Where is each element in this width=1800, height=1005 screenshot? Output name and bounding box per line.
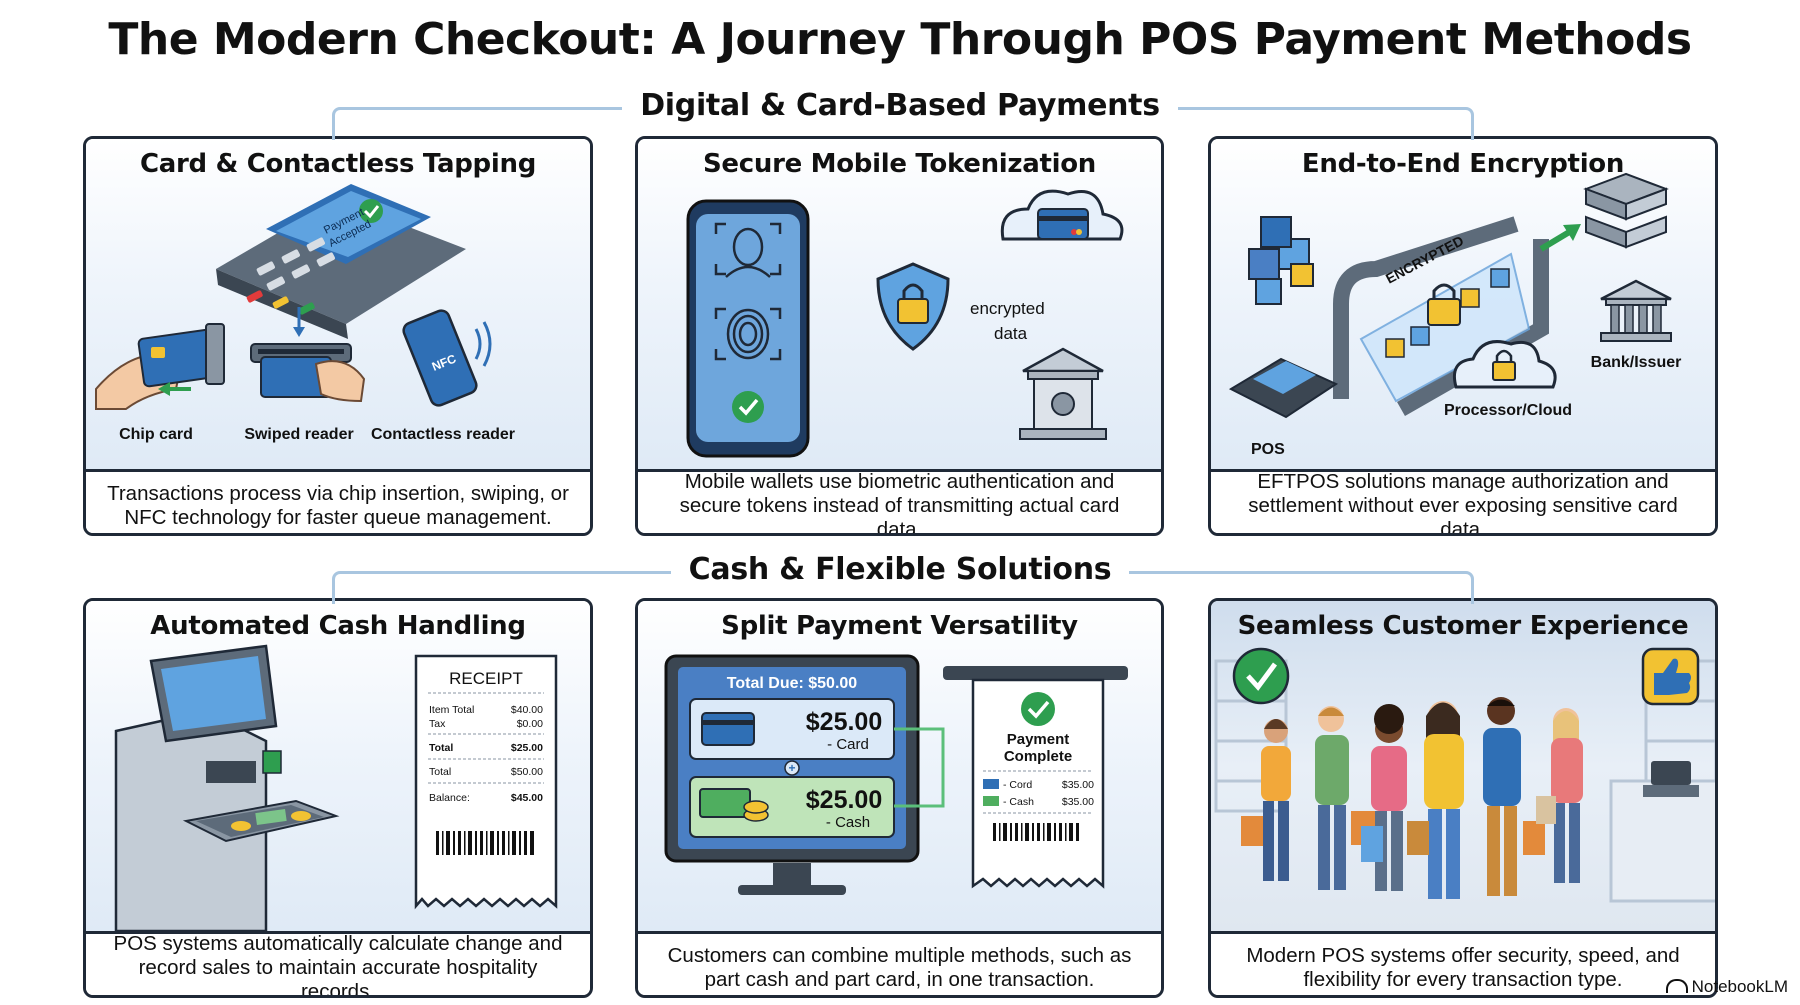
card-mobile-tokenization: encrypted data Secure Mobile Tokenizatio… (635, 136, 1164, 536)
swipe-reader-icon: Swiped reader (244, 307, 366, 443)
svg-text:Balance:: Balance: (429, 792, 470, 804)
svg-text:Complete: Complete (1004, 748, 1072, 765)
card-caption: EFTPOS solutions manage authorization an… (1211, 469, 1715, 533)
person-2 (1315, 706, 1375, 890)
card-end-to-end-encryption: ENCRYPTED Bank/Issuer (1208, 136, 1718, 536)
checkmark-badge-icon (1232, 647, 1290, 705)
card-illustration: encrypted data (638, 139, 1161, 469)
cloud-lock-icon: Processor/Cloud (1444, 340, 1572, 419)
svg-text:$40.00: $40.00 (511, 704, 543, 716)
cloud-card-icon (1000, 189, 1124, 241)
svg-text:Swiped reader: Swiped reader (244, 426, 353, 443)
person-5 (1483, 697, 1545, 896)
bank-vault-icon (1019, 347, 1107, 440)
svg-text:Contactless reader: Contactless reader (371, 426, 515, 443)
notebooklm-logo-icon (1665, 979, 1688, 993)
card-caption: Modern POS systems offer security, speed… (1211, 931, 1715, 995)
svg-text:Total: Total (429, 766, 451, 778)
data-blocks-icon (1248, 216, 1314, 305)
pos-monitor: Total Due: $50.00 $25.00 - Card + $25.00… (664, 654, 945, 895)
svg-text:data: data (994, 324, 1028, 343)
card-illustration: ENCRYPTED Bank/Issuer (1211, 139, 1715, 469)
svg-text:RECEIPT: RECEIPT (449, 669, 523, 688)
card-title: Automated Cash Handling (150, 611, 526, 641)
card-caption: POS systems automatically calculate chan… (86, 931, 590, 995)
notebooklm-brand: NotebookLM (1665, 977, 1788, 997)
svg-text:Payment: Payment (1007, 731, 1070, 748)
card-illustration: Total Due: $50.00 $25.00 - Card + $25.00… (638, 601, 1161, 931)
card-caption: Mobile wallets use biometric authenticat… (638, 469, 1161, 533)
svg-text:Bank/Issuer: Bank/Issuer (1591, 354, 1682, 371)
svg-text:- Cash: - Cash (1003, 796, 1034, 808)
card-split-payment: Total Due: $50.00 $25.00 - Card + $25.00… (635, 598, 1164, 998)
chip-card-icon: Chip card (95, 323, 225, 443)
card-illustration (1211, 601, 1715, 931)
card-title: Split Payment Versatility (721, 611, 1078, 641)
person-6 (1536, 708, 1583, 883)
card-caption: Customers can combine multiple methods, … (638, 931, 1161, 995)
section-label: Cash & Flexible Solutions (670, 552, 1130, 587)
register-icon (1643, 761, 1699, 797)
page-title: The Modern Checkout: A Journey Through P… (108, 14, 1692, 65)
svg-text:Item Total: Item Total (429, 704, 474, 716)
receipt: RECEIPT Item Total $40.00 Tax $0.00 Tota… (414, 654, 558, 910)
svg-text:Total Due: $50.00: Total Due: $50.00 (727, 675, 858, 692)
svg-text:- Cord: - Cord (1003, 779, 1032, 791)
svg-text:POS: POS (1251, 441, 1285, 458)
card-title: Seamless Customer Experience (1237, 611, 1689, 641)
svg-text:$25.00: $25.00 (806, 786, 882, 814)
card-title: End-to-End Encryption (1301, 149, 1625, 179)
smartphone-biometric-icon (686, 199, 810, 458)
brand-label: NotebookLM (1691, 977, 1788, 996)
svg-text:+: + (788, 761, 795, 775)
card-automated-cash-handling: RECEIPT Item Total $40.00 Tax $0.00 Tota… (83, 598, 593, 998)
nfc-phone-icon: NFC Contactless reader (371, 309, 515, 443)
customers-group (1241, 697, 1583, 899)
svg-text:$25.00: $25.00 (806, 708, 882, 736)
section-heading-cash: Cash & Flexible Solutions (0, 552, 1800, 587)
svg-text:Processor/Cloud: Processor/Cloud (1444, 402, 1572, 419)
shield-lock-icon: encrypted data (876, 262, 1045, 351)
svg-text:$25.00: $25.00 (511, 742, 543, 754)
person-1 (1241, 719, 1291, 881)
svg-text:- Card: - Card (827, 736, 869, 753)
cash-kiosk-icon (114, 644, 340, 931)
store-background (1214, 659, 1715, 903)
payment-complete-receipt: Payment Complete - Cord $35.00 - Cash $3… (943, 666, 1128, 889)
section-heading-digital: Digital & Card-Based Payments (0, 88, 1800, 123)
svg-text:- Cash: - Cash (826, 814, 870, 831)
card-illustration: RECEIPT Item Total $40.00 Tax $0.00 Tota… (86, 601, 590, 931)
svg-text:Total: Total (429, 742, 453, 754)
card-title: Secure Mobile Tokenization (702, 149, 1097, 179)
payment-terminal-icon: Payment Accepted (216, 184, 466, 339)
thumbs-up-icon (1641, 647, 1700, 706)
person-3 (1361, 704, 1407, 891)
svg-text:Tax: Tax (429, 718, 446, 730)
svg-text:encrypted: encrypted (970, 299, 1045, 318)
section-label: Digital & Card-Based Payments (622, 88, 1178, 123)
svg-text:$35.00: $35.00 (1062, 796, 1094, 808)
person-4 (1407, 701, 1464, 899)
card-customer-experience: Seamless Customer Experience Modern POS … (1208, 598, 1718, 998)
card-caption: Transactions process via chip insertion,… (86, 469, 590, 533)
svg-text:$45.00: $45.00 (511, 792, 543, 804)
svg-text:Chip card: Chip card (119, 426, 193, 443)
server-stack-icon (1583, 172, 1669, 249)
bank-icon: Bank/Issuer (1591, 279, 1682, 371)
card-contactless-tapping: Payment Accepted (83, 136, 593, 536)
svg-text:$50.00: $50.00 (511, 766, 543, 778)
card-illustration: Payment Accepted (86, 139, 590, 469)
card-title: Card & Contactless Tapping (139, 149, 537, 179)
barcode-icon (993, 823, 1079, 841)
pos-terminal-icon: POS (1228, 357, 1339, 458)
barcode-icon (436, 831, 534, 855)
svg-text:$0.00: $0.00 (517, 718, 543, 730)
svg-text:$35.00: $35.00 (1062, 779, 1094, 791)
